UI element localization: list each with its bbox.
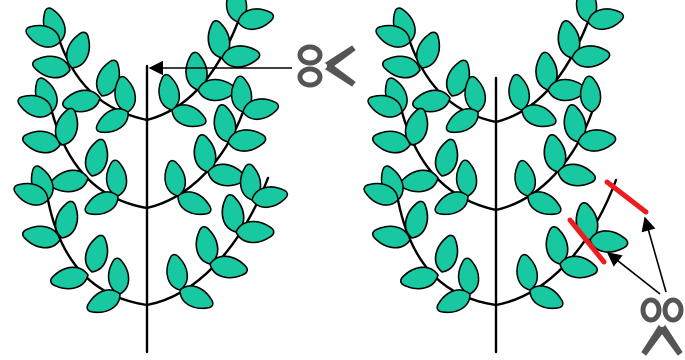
cut-mark-lower (567, 217, 607, 265)
leaf (398, 263, 441, 293)
arrow-to-cut-upper (641, 216, 667, 293)
leaf (235, 220, 275, 244)
leaf (48, 263, 91, 293)
scissors-icon (640, 297, 684, 356)
left-plant (10, 0, 290, 354)
leaf (48, 166, 91, 196)
right-leaves (360, 0, 630, 319)
scissors-icon (297, 44, 356, 88)
left-leaves (10, 0, 290, 319)
cut-mark-upper (604, 179, 649, 215)
leaf (81, 232, 113, 276)
leaf (431, 232, 463, 276)
leaf (197, 78, 237, 102)
leaf (578, 74, 603, 114)
right-plant (360, 0, 649, 354)
arrow-to-cut-lower (606, 252, 661, 295)
leaf (398, 166, 441, 196)
